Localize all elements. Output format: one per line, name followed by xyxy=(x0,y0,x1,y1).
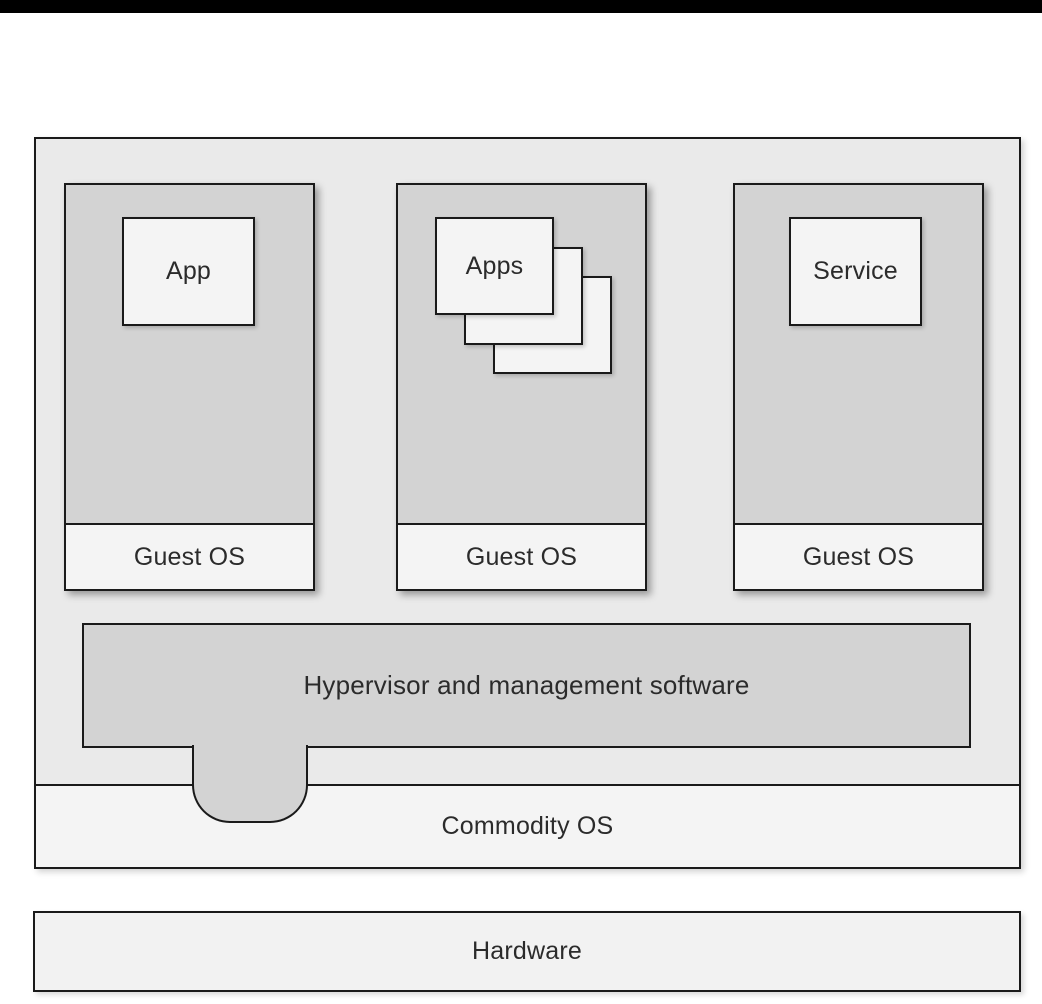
hardware-box: Hardware xyxy=(33,911,1021,992)
top-rule-bar xyxy=(0,0,1042,13)
virtualization-host-box: App Guest OS Apps Guest OS Service Guest… xyxy=(34,137,1021,869)
vm-1-app-label: App xyxy=(165,257,212,285)
vm-1-guest-os-band: Guest OS xyxy=(66,523,313,589)
hypervisor-label: Hypervisor and management software xyxy=(303,670,750,700)
vm-3-service-label: Service xyxy=(813,257,898,285)
vm-1-guest-os-label: Guest OS xyxy=(133,542,246,571)
vm-1-app-box: App xyxy=(122,217,255,326)
hypervisor-tab xyxy=(192,745,308,823)
vm-3-service-box: Service xyxy=(789,217,922,326)
vm-3-guest-os-band: Guest OS xyxy=(735,523,982,589)
commodity-os-label: Commodity OS xyxy=(441,812,614,840)
vm-2-guest-os-band: Guest OS xyxy=(398,523,645,589)
vm-2-apps-box: Apps xyxy=(435,217,554,315)
vm-3-box: Service Guest OS xyxy=(733,183,984,591)
vm-2-guest-os-label: Guest OS xyxy=(465,542,578,571)
vm-3-guest-os-label: Guest OS xyxy=(802,542,915,571)
vm-2-box: Apps Guest OS xyxy=(396,183,647,591)
hypervisor-box: Hypervisor and management software xyxy=(82,623,971,748)
vm-2-apps-label: Apps xyxy=(465,251,524,280)
vm-1-box: App Guest OS xyxy=(64,183,315,591)
commodity-os-band: Commodity OS xyxy=(36,784,1019,867)
hardware-label: Hardware xyxy=(472,937,582,965)
